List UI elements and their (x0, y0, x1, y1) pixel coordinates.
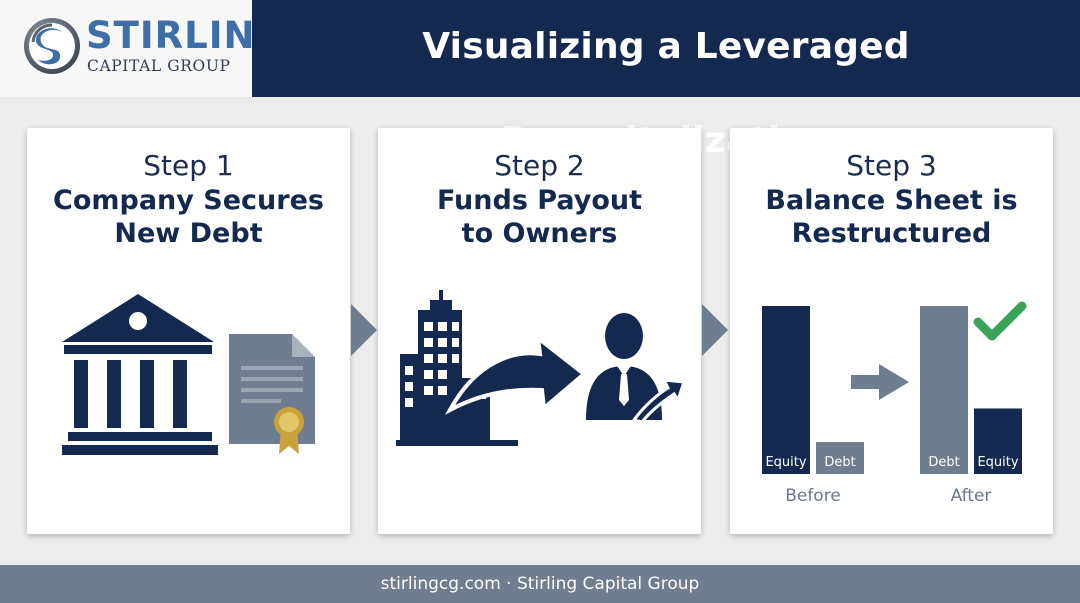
bar-equity (762, 306, 810, 474)
title-band: Visualizing a Leveraged Recapitalization (252, 0, 1080, 161)
chevron-right-icon (351, 304, 377, 356)
before-label: Before (785, 486, 841, 506)
step-card-2: Step 2 Funds Payout to Owners (378, 128, 701, 534)
bar-label: Debt (824, 455, 855, 470)
bar-debt (816, 442, 864, 474)
step-title-line: New Debt (114, 218, 263, 249)
step-title-line: to Owners (461, 218, 618, 249)
bar-equity (974, 408, 1022, 474)
bar-label: Equity (765, 455, 806, 470)
balance-sheet-chart: Before After Equity Debt Debt Equity (762, 298, 1030, 506)
step-title-line: Restructured (791, 218, 992, 249)
step-title-line: Company Secures (53, 185, 324, 216)
step-title-line: Balance Sheet is (765, 185, 1018, 216)
after-label: After (951, 486, 992, 506)
step-1-illustration (62, 294, 315, 455)
step-number: Step 1 (143, 149, 234, 182)
step-card-1: Step 1 Company Secures New Debt (27, 128, 350, 534)
brand-subtitle: CAPITAL GROUP (87, 57, 231, 75)
logo-emblem-icon (24, 18, 80, 74)
logo: STIRLING CAPITAL GROUP (0, 0, 286, 97)
bank-icon (62, 294, 218, 455)
checkmark-icon (970, 298, 1030, 344)
bar-debt (920, 306, 968, 474)
step-title: Balance Sheet is Restructured (730, 184, 1053, 250)
certificate-icon (229, 334, 315, 454)
step-card-3: Step 3 Balance Sheet is Restructured Bef… (730, 128, 1053, 534)
step-2-illustration (396, 290, 687, 446)
right-arrow-icon (851, 364, 909, 400)
footer: stirlingcg.com · Stirling Capital Group (0, 565, 1080, 603)
bar-label: Equity (977, 455, 1018, 470)
header: STIRLING CAPITAL GROUP Visualizing a Lev… (0, 0, 1080, 161)
step-number: Step 2 (494, 149, 585, 182)
footer-text: stirlingcg.com · Stirling Capital Group (380, 574, 700, 594)
step-title: Funds Payout to Owners (378, 184, 701, 250)
page-title: Visualizing a Leveraged Recapitalization (422, 26, 910, 161)
arrow-icon (445, 333, 588, 415)
bar-label: Debt (928, 455, 959, 470)
step-title: Company Secures New Debt (27, 184, 350, 250)
step-number: Step 3 (846, 149, 937, 182)
person-icon (586, 313, 687, 424)
chevron-right-icon (702, 304, 728, 356)
step-title-line: Funds Payout (436, 185, 643, 216)
